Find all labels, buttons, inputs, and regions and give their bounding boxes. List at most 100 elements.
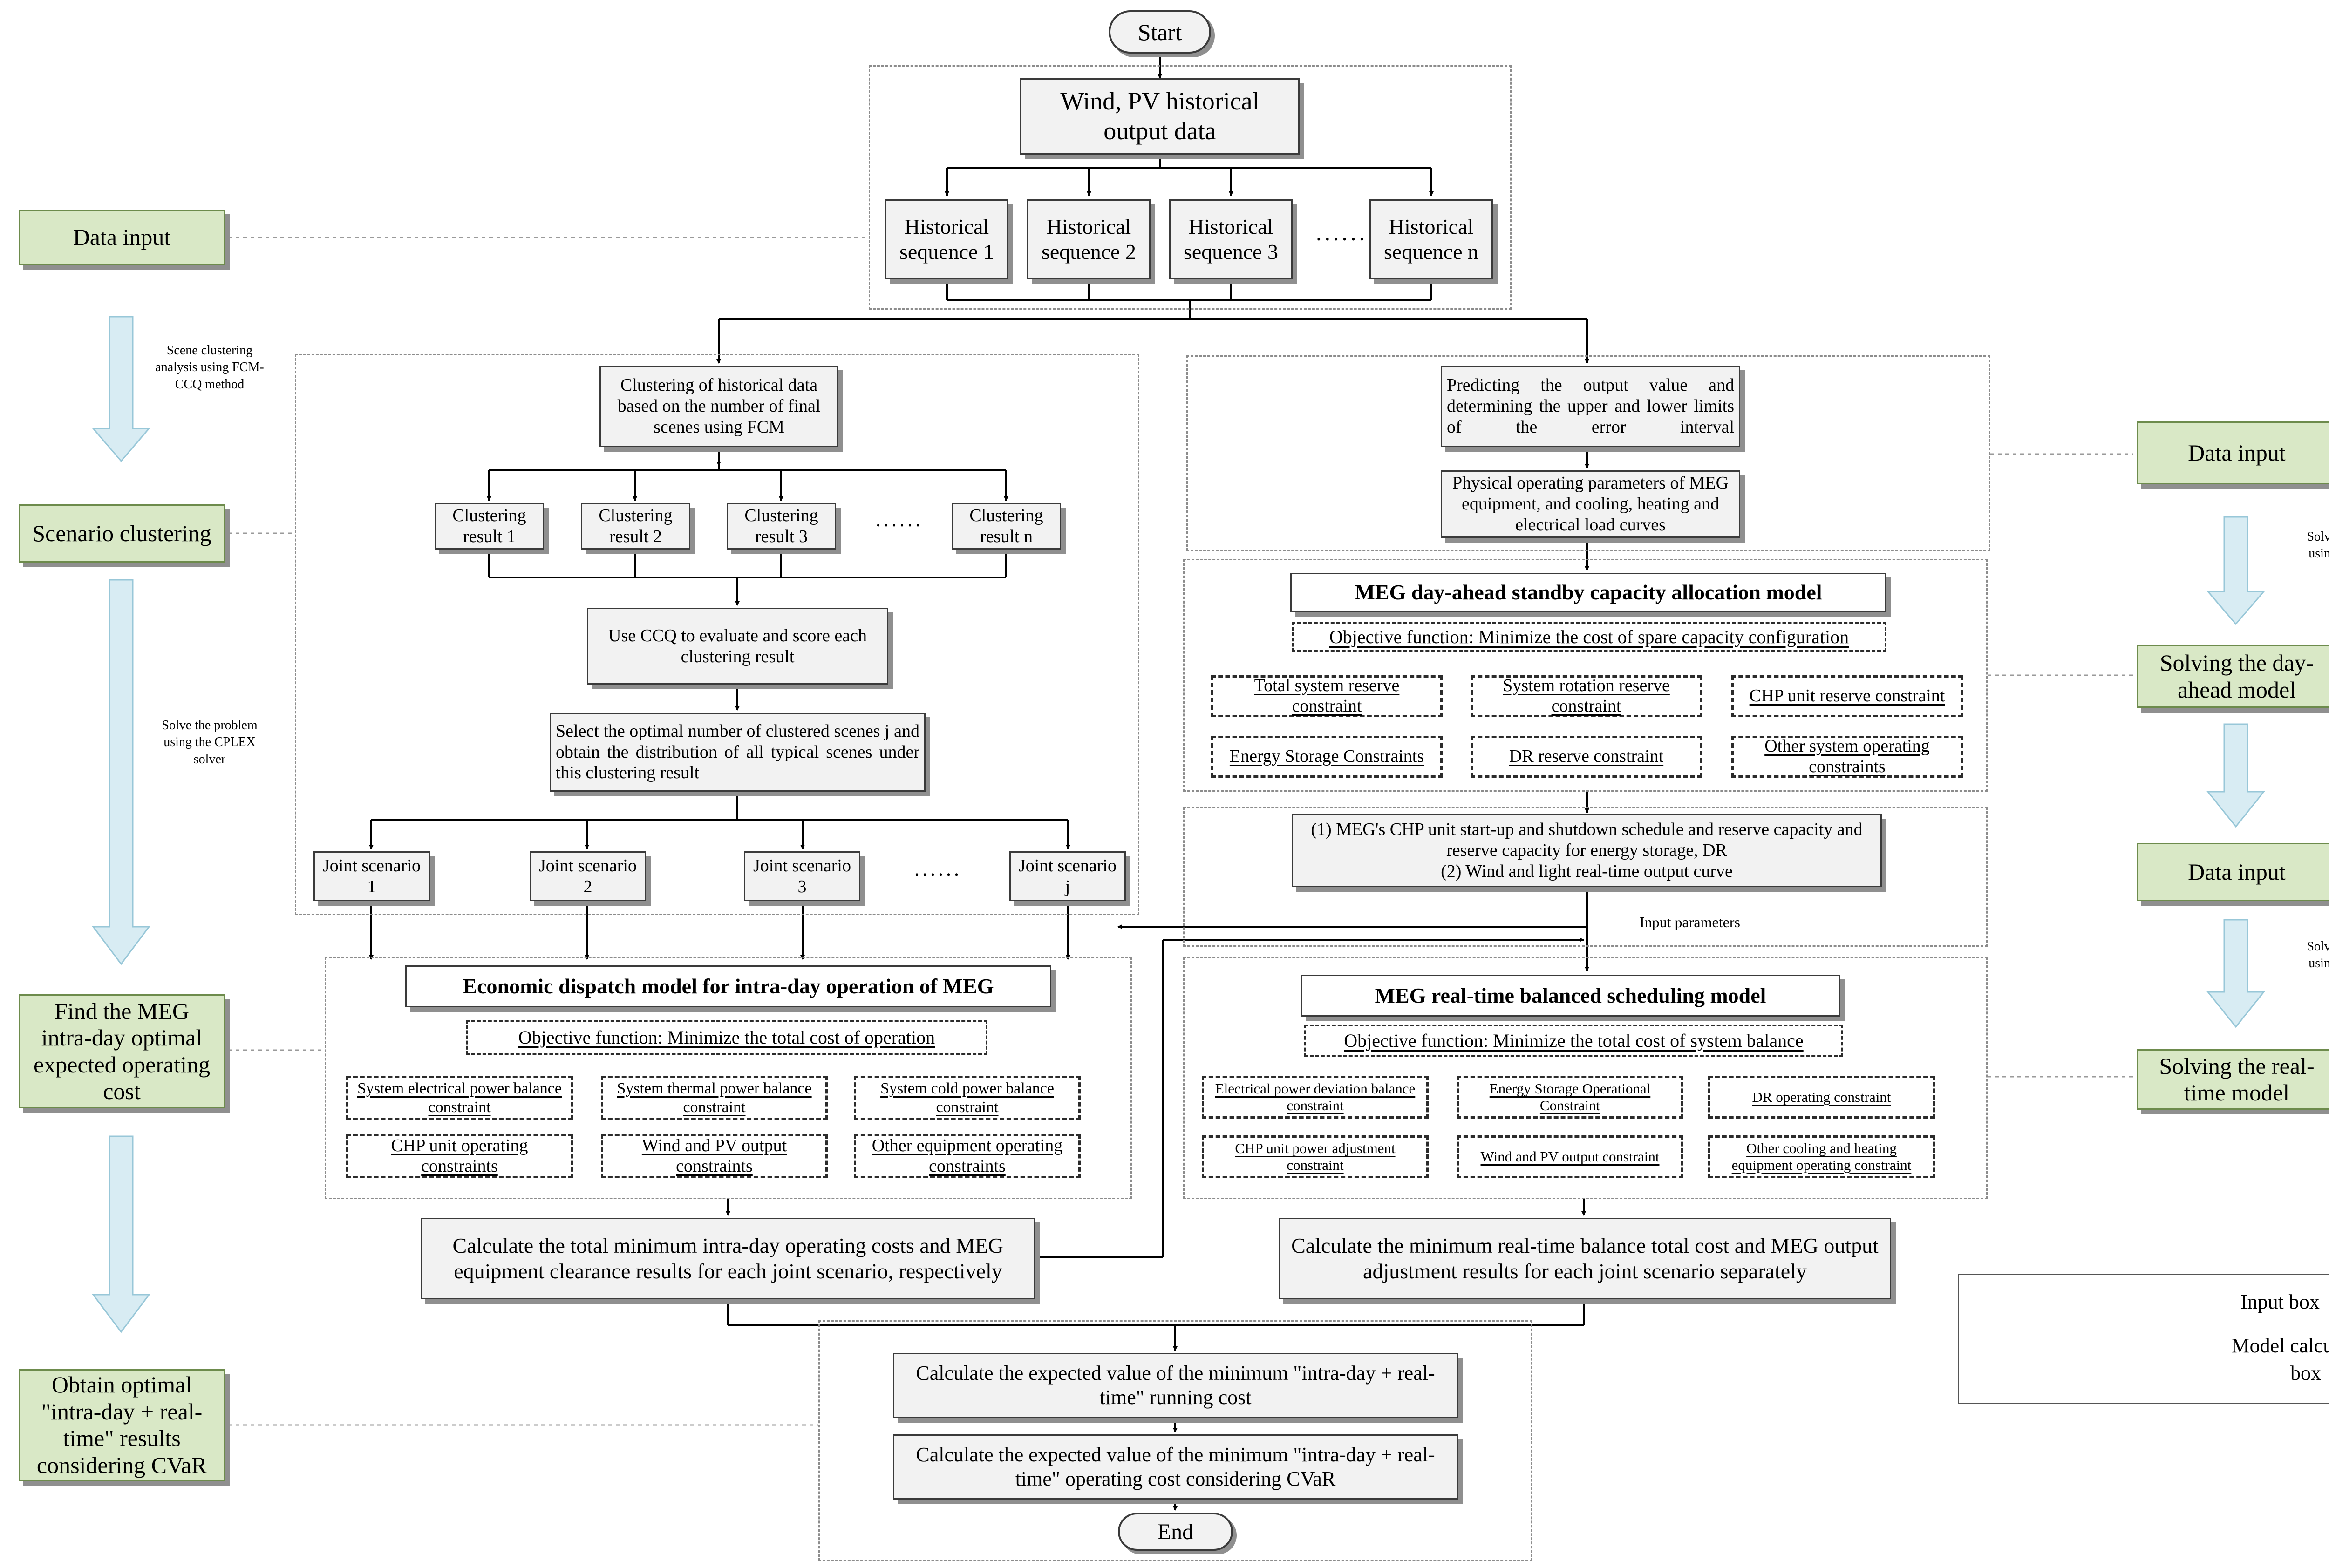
start-terminal: Start bbox=[1109, 10, 1211, 54]
intraday-objective-text: Objective function: Minimize the total c… bbox=[518, 1026, 935, 1048]
constraint-text: Wind and PV output constraint bbox=[1480, 1148, 1660, 1165]
legend-input-box-label: Input box bbox=[2240, 1290, 2320, 1313]
dayahead-constraint-total-reserve: Total system reserve constraint bbox=[1211, 675, 1443, 717]
expected-value-box: Calculate the expected value of the mini… bbox=[893, 1353, 1458, 1418]
clustering-result-2: Clustering result 2 bbox=[581, 503, 690, 550]
right-data-input-1: Data input bbox=[2137, 421, 2329, 484]
legend-model-box-label: Model calculation box bbox=[2231, 1334, 2329, 1385]
final-calculation-group bbox=[818, 1320, 1532, 1561]
dayahead-output-line-1: (1) MEG's CHP unit start-up and shutdown… bbox=[1311, 820, 1863, 861]
right-solving-realtime: Solving the real-time model bbox=[2137, 1049, 2329, 1110]
realtime-model-title: MEG real-time balanced scheduling model bbox=[1301, 975, 1840, 1017]
constraint-text: Wind and PV output constraints bbox=[641, 1135, 787, 1176]
flow-arrow-right-3 bbox=[2206, 919, 2266, 1028]
intraday-constraint-chp: CHP unit operating constraints bbox=[346, 1134, 573, 1178]
ccq-evaluation-box: Use CCQ to evaluate and score each clust… bbox=[587, 608, 888, 685]
clustering-result-n: Clustering result n bbox=[952, 503, 1061, 550]
constraint-text: CHP unit operating constraints bbox=[391, 1135, 528, 1176]
left-find-meg-cost: Find the MEG intra-day optimal expected … bbox=[19, 994, 225, 1108]
flow-arrow-left-2 bbox=[92, 579, 150, 965]
intraday-constraint-wind-pv: Wind and PV output constraints bbox=[601, 1134, 828, 1178]
realtime-constraint-dr: DR operating constraint bbox=[1708, 1076, 1935, 1119]
input-parameters-label: Input parameters bbox=[1640, 914, 1740, 930]
right-solving-dayahead: Solving the day-ahead model bbox=[2137, 645, 2329, 708]
clustering-result-1: Clustering result 1 bbox=[435, 503, 544, 550]
left-scenario-clustering: Scenario clustering bbox=[19, 504, 225, 563]
right-note-solve-2: Solve the problem using the CPLEX solver bbox=[2307, 939, 2329, 971]
realtime-constraint-energy-storage: Energy Storage Operational Constraint bbox=[1457, 1076, 1683, 1119]
intraday-constraint-other: Other equipment operating constraints bbox=[854, 1134, 1081, 1178]
constraint-text: Energy Storage Operational Constraint bbox=[1489, 1080, 1651, 1113]
sequence-ellipsis: ...... bbox=[1316, 219, 1368, 245]
left-data-input: Data input bbox=[19, 210, 225, 265]
dayahead-objective: Objective function: Minimize the cost of… bbox=[1292, 622, 1886, 652]
dayahead-constraint-rotation-reserve: System rotation reserve constraint bbox=[1471, 675, 1702, 717]
flow-arrow-right-2 bbox=[2206, 723, 2266, 828]
constraint-text: System rotation reserve constraint bbox=[1503, 676, 1670, 716]
right-data-input-2: Data input bbox=[2137, 843, 2329, 901]
fcm-clustering-box: Clustering of historical data based on t… bbox=[599, 366, 838, 447]
constraint-text: Other equipment operating constraints bbox=[872, 1135, 1063, 1176]
constraint-text: System cold power balance constraint bbox=[880, 1080, 1054, 1116]
historical-sequence-n: Historical sequence n bbox=[1369, 199, 1493, 279]
intraday-objective: Objective function: Minimize the total c… bbox=[466, 1020, 987, 1055]
end-terminal: End bbox=[1118, 1513, 1233, 1551]
left-note-solve: Solve the problem using the CPLEX solver bbox=[162, 718, 258, 767]
constraint-text: CHP unit reserve constraint bbox=[1749, 686, 1945, 706]
joint-ellipsis: ...... bbox=[914, 857, 962, 880]
clustering-group bbox=[295, 354, 1139, 915]
legend bbox=[1958, 1274, 2329, 1404]
dayahead-model-title: MEG day-ahead standby capacity allocatio… bbox=[1290, 573, 1886, 612]
historical-sequence-3: Historical sequence 3 bbox=[1169, 199, 1293, 279]
realtime-model-group bbox=[1183, 957, 1988, 1199]
historical-sequence-1: Historical sequence 1 bbox=[885, 199, 1008, 279]
dayahead-output-group bbox=[1183, 807, 1988, 947]
constraint-text: Other cooling and heating equipment oper… bbox=[1731, 1140, 1912, 1173]
left-note-clustering: Scene clustering analysis using FCM-CCQ … bbox=[155, 343, 264, 392]
constraint-text: CHP unit power adjustment constraint bbox=[1235, 1140, 1396, 1173]
select-optimal-scenes-box: Select the optimal number of clustered s… bbox=[550, 713, 926, 792]
dayahead-constraint-other: Other system operating constraints bbox=[1731, 736, 1963, 778]
realtime-constraint-wind-pv: Wind and PV output constraint bbox=[1457, 1135, 1683, 1178]
joint-scenario-j: Joint scenario j bbox=[1009, 851, 1126, 901]
wind-pv-data-box: Wind, PV historical output data bbox=[1020, 78, 1300, 155]
dayahead-constraint-chp-reserve: CHP unit reserve constraint bbox=[1731, 675, 1963, 717]
constraint-text: Total system reserve constraint bbox=[1254, 676, 1400, 716]
constraint-text: DR operating constraint bbox=[1752, 1089, 1891, 1106]
flow-arrow-left-1 bbox=[91, 316, 151, 462]
intraday-model-group bbox=[325, 957, 1132, 1199]
joint-scenario-1: Joint scenario 1 bbox=[313, 851, 430, 901]
realtime-result-box: Calculate the minimum real-time balance … bbox=[1279, 1218, 1891, 1299]
constraint-text: Other system operating constraints bbox=[1764, 736, 1930, 776]
right-note-solve-1: Solve the problem using the CPLEX solver bbox=[2307, 529, 2329, 561]
joint-scenario-3: Joint scenario 3 bbox=[744, 851, 860, 901]
cvar-value-box: Calculate the expected value of the mini… bbox=[893, 1434, 1458, 1500]
flow-arrow-left-3 bbox=[92, 1135, 150, 1333]
results-ellipsis: ...... bbox=[876, 508, 923, 531]
physical-parameters-box: Physical operating parameters of MEG equ… bbox=[1441, 470, 1740, 538]
constraint-text: System thermal power balance constraint bbox=[617, 1080, 812, 1116]
constraint-text: DR reserve constraint bbox=[1509, 747, 1664, 767]
intraday-result-box: Calculate the total minimum intra-day op… bbox=[421, 1218, 1035, 1299]
constraint-text: Energy Storage Constraints bbox=[1229, 747, 1424, 767]
constraint-text: Electrical power deviation balance const… bbox=[1215, 1080, 1416, 1113]
dayahead-output-line-2: (2) Wind and light real-time output curv… bbox=[1441, 861, 1733, 881]
historical-sequence-2: Historical sequence 2 bbox=[1027, 199, 1151, 279]
dayahead-objective-text: Objective function: Minimize the cost of… bbox=[1329, 626, 1849, 647]
left-obtain-optimal: Obtain optimal "intra-day + real-time" r… bbox=[19, 1369, 225, 1481]
realtime-constraint-chp-adjustment: CHP unit power adjustment constraint bbox=[1202, 1135, 1429, 1178]
realtime-constraint-other: Other cooling and heating equipment oper… bbox=[1708, 1135, 1935, 1178]
intraday-constraint-thermal: System thermal power balance constraint bbox=[601, 1076, 828, 1120]
realtime-constraint-electrical-deviation: Electrical power deviation balance const… bbox=[1202, 1076, 1429, 1119]
joint-scenario-2: Joint scenario 2 bbox=[530, 851, 646, 901]
clustering-result-3: Clustering result 3 bbox=[727, 503, 836, 550]
flow-arrow-right-1 bbox=[2206, 516, 2266, 625]
dayahead-constraint-dr-reserve: DR reserve constraint bbox=[1471, 736, 1702, 778]
constraint-text: System electrical power balance constrai… bbox=[357, 1080, 562, 1116]
prediction-group bbox=[1186, 355, 1990, 551]
dayahead-model-group bbox=[1183, 559, 1988, 792]
intraday-constraint-electrical: System electrical power balance constrai… bbox=[346, 1076, 573, 1120]
intraday-model-title: Economic dispatch model for intra-day op… bbox=[405, 965, 1051, 1007]
dayahead-constraint-energy-storage: Energy Storage Constraints bbox=[1211, 736, 1443, 778]
